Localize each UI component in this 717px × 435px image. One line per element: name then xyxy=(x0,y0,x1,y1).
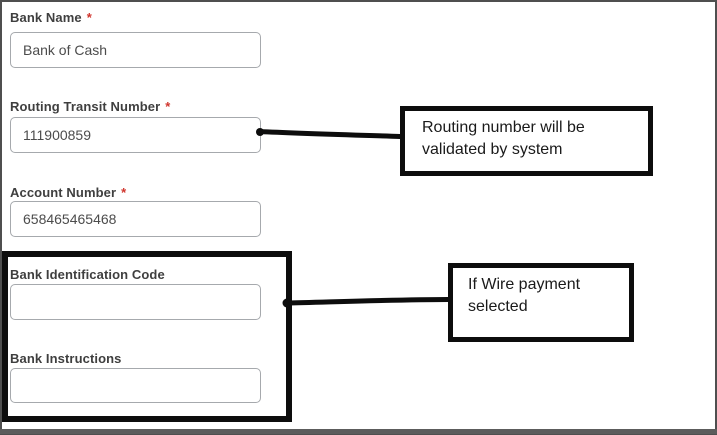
routing-validation-callout-text: Routing number will be validated by syst… xyxy=(422,119,585,158)
account-number-label: Account Number* xyxy=(10,185,127,200)
wire-payment-callout-text: If Wire payment selected xyxy=(468,276,581,315)
account-number-input[interactable] xyxy=(10,201,261,237)
bottom-scrollbar[interactable] xyxy=(0,429,717,434)
required-marker: * xyxy=(121,185,127,200)
connector-endpoint-dot xyxy=(282,298,292,308)
wire-connector-line xyxy=(283,297,451,306)
bank-identification-code-input[interactable] xyxy=(10,284,261,320)
routing-validation-callout: Routing number will be validated by syst… xyxy=(400,106,653,176)
bank-name-input[interactable] xyxy=(10,32,261,68)
bank-instructions-input[interactable] xyxy=(10,368,261,403)
routing-transit-number-input[interactable] xyxy=(10,117,261,153)
required-marker: * xyxy=(86,10,92,25)
required-marker: * xyxy=(165,99,171,114)
wire-payment-callout: If Wire payment selected xyxy=(448,263,634,342)
bank-instructions-label: Bank Instructions xyxy=(10,351,122,366)
routing-connector-line xyxy=(256,129,403,139)
bank-identification-code-label: Bank Identification Code xyxy=(10,267,165,282)
bank-name-label: Bank Name* xyxy=(10,10,92,25)
routing-transit-number-label: Routing Transit Number* xyxy=(10,99,171,114)
